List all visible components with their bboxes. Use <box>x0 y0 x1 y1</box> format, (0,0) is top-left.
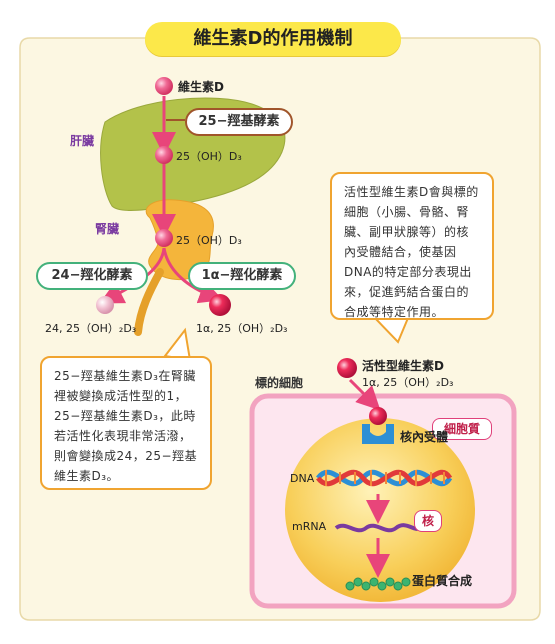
enzyme-24-hydroxylase: 24−羥化酵素 <box>36 262 148 290</box>
nucleus-tag: 核 <box>414 510 442 532</box>
dna-label: DNA <box>290 472 315 485</box>
oh25-d3-label: 25（OH）D₃ <box>176 150 242 163</box>
nuclear-receptor-label: 核內受體 <box>400 430 449 444</box>
dna-helix <box>316 469 453 487</box>
enzyme-1a-hydroxylase: 1α−羥化酵素 <box>188 262 296 290</box>
dihydroxy-24-25-molecule <box>96 296 114 314</box>
arrow-to-1a-25 <box>162 247 224 304</box>
page-title: 維生素D的作用機制 <box>145 22 401 56</box>
enzyme-25-hydroxylase: 25−羥基酵素 <box>185 108 293 136</box>
nuclear-receptor <box>362 424 394 444</box>
liver-label: 肝臟 <box>70 134 95 148</box>
oh25-d3-kidney-label: 25（OH）D₃ <box>176 234 242 247</box>
active-vitamin-d-molecule <box>337 358 357 378</box>
callout-active-function: 活性型維生素D會與標的細胞（小腸、骨骼、腎臟、副甲狀腺等）的核內受體結合，使基因… <box>330 172 494 320</box>
arrow-into-cell <box>348 378 381 411</box>
dihydroxy-1a-25-molecule <box>209 294 231 316</box>
mrna-strand <box>334 523 422 533</box>
oh25-d3-kidney-molecule <box>155 229 173 247</box>
dihydroxy-24-25-label: 24, 25（OH）₂D₃ <box>45 322 137 335</box>
protein-chain <box>345 577 411 591</box>
bound-vitamin-d <box>369 407 387 425</box>
protein-synthesis-label: 蛋白質合成 <box>412 574 473 588</box>
vitamin-d-molecule <box>155 77 173 95</box>
mrna-label: mRNA <box>292 520 327 533</box>
active-vitamin-d-label: 活性型維生素D <box>362 359 444 373</box>
vitamin-d-label: 維生素D <box>178 80 224 94</box>
cytoplasm-tag: 細胞質 <box>432 418 492 440</box>
target-cell-label: 標的細胞 <box>255 376 304 390</box>
callout-kidney-conversion: 25−羥基維生素D₃在腎臟裡被變換成活性型的1，25−羥基維生素D₃，此時若活性… <box>40 356 212 490</box>
active-vitamin-d-formula: 1α, 25（OH）₂D₃ <box>362 376 454 389</box>
oh25-d3-molecule <box>155 146 173 164</box>
ureter-shape <box>134 268 164 336</box>
dihydroxy-1a-25-label: 1α, 25（OH）₂D₃ <box>196 322 288 335</box>
kidney-label: 腎臟 <box>95 222 120 236</box>
